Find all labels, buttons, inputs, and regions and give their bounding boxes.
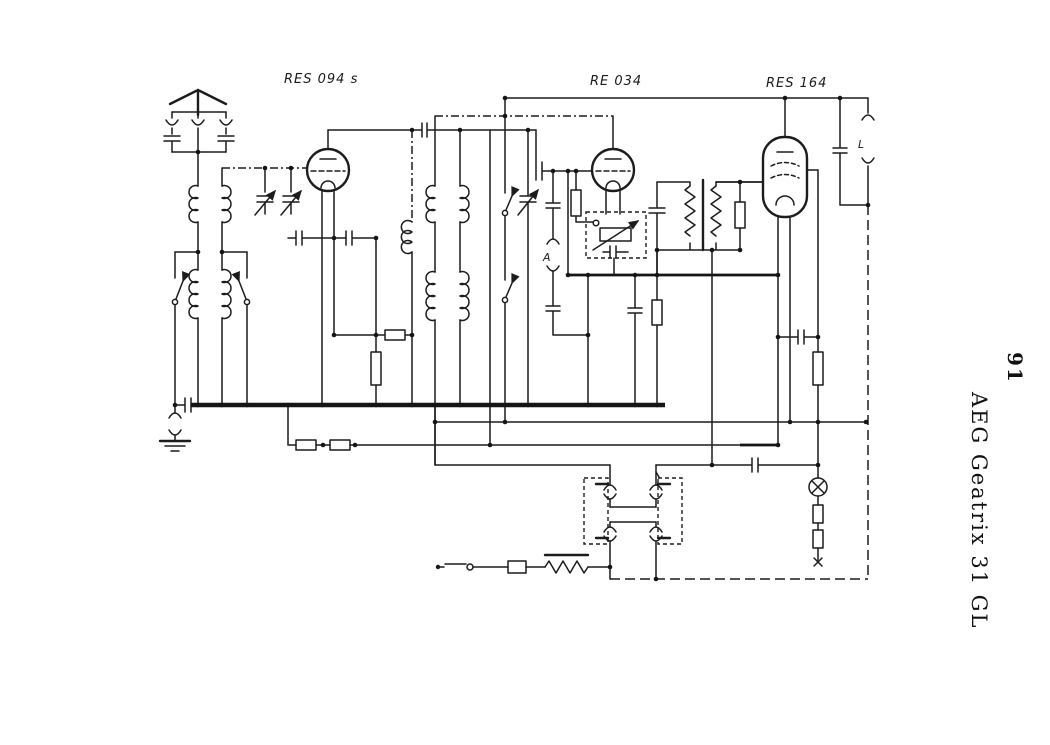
fuse xyxy=(507,560,546,574)
oscillator-coil xyxy=(400,130,413,406)
tube3-pentode xyxy=(715,97,819,446)
tube1-label: RES 094 s xyxy=(284,72,358,87)
af-transformer xyxy=(656,178,764,252)
bias-resistor-vertical xyxy=(370,237,382,406)
tube2-label: RE 034 xyxy=(590,74,642,89)
bias-resistor-horizontal xyxy=(333,329,413,341)
speaker-jacks xyxy=(861,97,875,579)
transformer-secondary-resistor xyxy=(734,181,746,251)
lamp-series-resistors xyxy=(812,495,824,567)
grid-leak-resistor xyxy=(570,170,600,227)
aerial-coil-primary xyxy=(188,151,199,406)
junction-dots xyxy=(172,95,871,582)
pickup-jack-label: A xyxy=(542,251,551,264)
trimmer-capacitor-1 xyxy=(254,167,276,216)
power-switch xyxy=(435,563,509,571)
pilot-lamp xyxy=(808,477,828,497)
tube3-label: RES 164 xyxy=(766,76,827,91)
ground-connection xyxy=(158,397,192,452)
rf-coil-pair-right xyxy=(459,129,470,406)
decoupling-cap-resistor xyxy=(587,274,643,406)
supply-rail xyxy=(434,404,817,473)
range-switch-mid-upper xyxy=(501,97,520,281)
output-capacitor xyxy=(832,97,869,206)
range-switch-mid-lower xyxy=(501,272,520,423)
speaker-jack-label: L xyxy=(858,138,864,151)
page-number: 91 xyxy=(1003,352,1027,384)
aerial-coil-secondary xyxy=(221,167,232,406)
battery-plug-block xyxy=(583,464,683,580)
tube2-triode xyxy=(435,115,636,215)
dropper-resistor xyxy=(812,169,824,479)
anode1-wire xyxy=(327,122,593,181)
feedback-regulator-box xyxy=(585,211,647,276)
pickup-jack-column xyxy=(545,170,589,336)
barretter-resistor xyxy=(543,553,611,574)
antenna-icon xyxy=(163,88,235,153)
filament-resistors xyxy=(287,404,779,451)
range-switch-right xyxy=(231,251,251,406)
tuning-capacitor xyxy=(517,129,539,406)
rf-coil-pair-left xyxy=(425,115,436,466)
page-side-title: AEG Geatrix 31 GL xyxy=(967,391,991,630)
grid1-coupling-caps xyxy=(287,230,377,246)
range-switch-left xyxy=(171,251,191,406)
trimmer-capacitor-2 xyxy=(280,167,302,216)
tube1-triode xyxy=(305,129,351,406)
screen-cap-wire xyxy=(777,329,819,345)
transformer-primary-cap xyxy=(648,181,666,276)
